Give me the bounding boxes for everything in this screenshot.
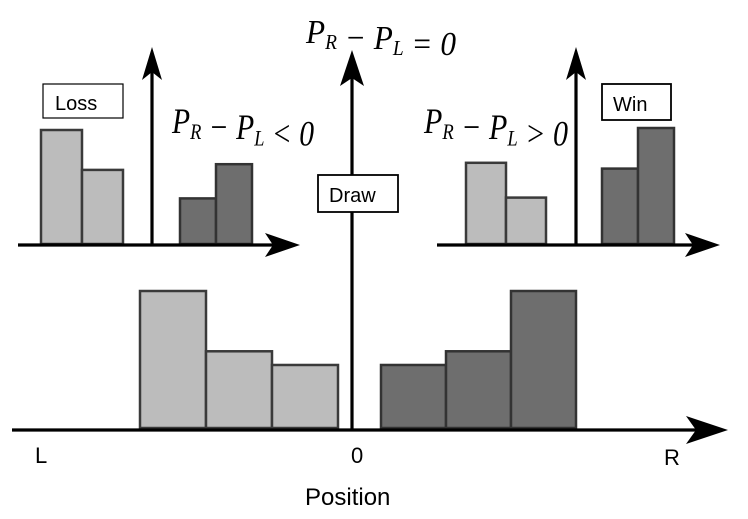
win-histogram — [437, 47, 720, 257]
main-right-bar-2 — [444, 350, 513, 430]
x-label-right: R — [664, 445, 680, 470]
loss-right-bar-2 — [214, 162, 254, 246]
loss-y-axis-arrowhead — [142, 47, 162, 80]
win-left-bar-2 — [504, 196, 548, 246]
win-right-bar-2 — [636, 126, 676, 246]
equation-left: PR − PL < 0 — [171, 101, 314, 153]
main-right-bar-3 — [509, 289, 578, 430]
draw-label: Draw — [329, 185, 376, 207]
loss-histogram — [18, 47, 300, 257]
draw-label-box: Draw — [317, 174, 399, 213]
main-left-bar-2 — [204, 350, 274, 430]
main-left-bar-1 — [138, 289, 208, 430]
win-x-axis-arrowhead — [685, 233, 720, 257]
main-histogram — [12, 50, 728, 444]
main-y-axis-arrowhead — [340, 50, 364, 86]
win-left-bar-1 — [464, 161, 508, 246]
win-label-box: Win — [601, 83, 672, 121]
loss-left-bar-2 — [80, 168, 125, 246]
x-axis-title: Position — [305, 484, 390, 511]
equation-top: PR − PL = 0 — [305, 14, 456, 63]
loss-bars — [39, 128, 254, 246]
x-label-center: 0 — [351, 443, 363, 468]
win-right-bar-1 — [600, 167, 640, 246]
loss-label: Loss — [55, 93, 97, 115]
win-y-axis-arrowhead — [566, 47, 586, 80]
main-bars — [138, 289, 578, 430]
main-right-bar-1 — [379, 363, 448, 430]
loss-left-bar-1 — [39, 128, 84, 246]
loss-label-box: Loss — [42, 83, 124, 119]
win-bars — [464, 126, 676, 246]
main-left-bar-3 — [270, 363, 340, 430]
loss-right-bar-1 — [178, 197, 218, 246]
main-x-axis-arrowhead — [686, 416, 728, 444]
equation-right: PR − PL > 0 — [423, 101, 568, 153]
win-label: Win — [613, 94, 647, 116]
loss-x-axis-arrowhead — [265, 233, 300, 257]
x-label-left: L — [35, 443, 47, 468]
